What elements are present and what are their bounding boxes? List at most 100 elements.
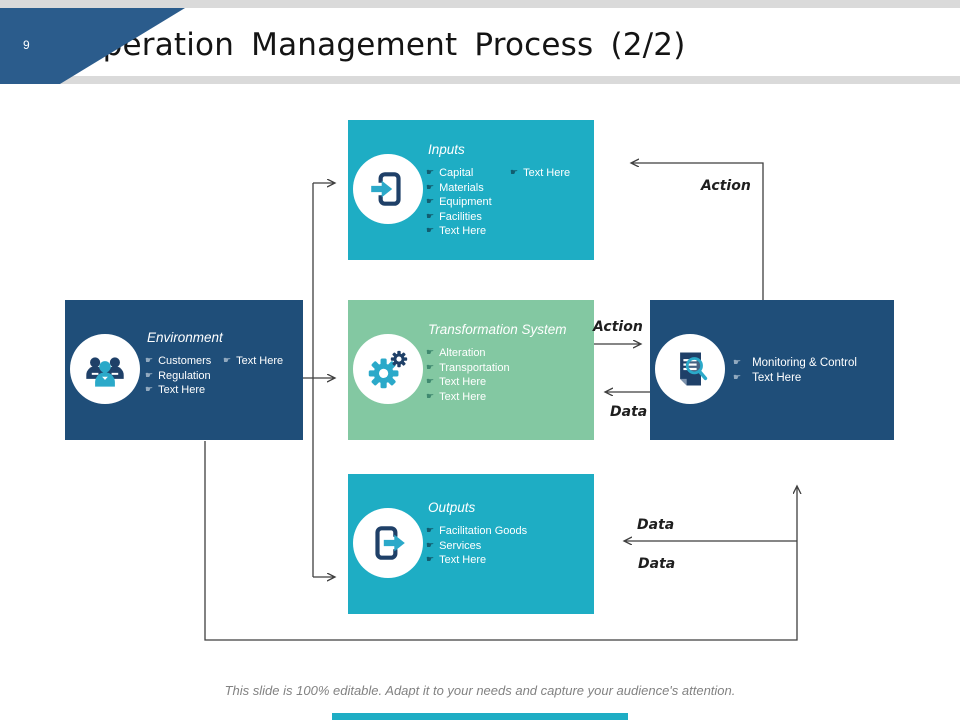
list-item: ☛ Text Here [426, 224, 510, 239]
pointer-bullet-icon: ☛ [145, 370, 154, 381]
list-item-label: Facilitation Goods [439, 525, 528, 537]
pointer-bullet-icon: ☛ [733, 373, 742, 383]
list-item-label: Equipment [439, 196, 492, 208]
list-item: ☛ Alteration [426, 346, 590, 361]
outputs-content: Outputs ☛ Facilitation Goods ☛ Services ☛ T… [426, 500, 590, 568]
list-item-label: Customers [158, 355, 212, 367]
list-item: ☛ Regulation [145, 369, 223, 384]
pointer-bullet-icon: ☛ [426, 377, 435, 387]
environment-title: Environment [147, 330, 223, 345]
document-search-icon [680, 352, 708, 386]
transformation-system-box: Transformation System ☛ Alteration ☛ Trans… [348, 300, 594, 440]
pointer-bullet-icon: ☛ [426, 391, 435, 402]
monitoring-content: ☛ Monitoring & Control ☛ Text Here [733, 356, 890, 386]
list-item: ☛ Services [426, 539, 590, 554]
logout-arrow-icon [375, 526, 405, 560]
list-item-label: Transportation [439, 361, 510, 374]
list-item-label: Text Here [439, 390, 487, 403]
inputs-list-col2: ☛ Text Here [510, 166, 570, 239]
list-item-label: Services [439, 539, 482, 552]
list-item: ☛ Facilities [426, 210, 510, 225]
list-item-label: Text Here [523, 167, 571, 179]
monitoring-icon-circle [655, 334, 725, 404]
list-item: ☛ Text Here [733, 371, 890, 386]
pointer-bullet-icon: ☛ [426, 526, 435, 536]
outputs-icon-circle [353, 508, 423, 578]
list-item-label: Text Here [439, 225, 487, 237]
list-item: ☛ Monitoring & Control [733, 356, 890, 371]
transformation-content: Transformation System ☛ Alteration ☛ Trans… [426, 322, 590, 404]
list-item-label: Capital [439, 167, 474, 179]
list-item: ☛ Equipment [426, 195, 510, 210]
outputs-title: Outputs [428, 500, 476, 515]
bottom-accent-bar [332, 713, 628, 720]
transformation-icon-circle [353, 334, 423, 404]
inputs-title: Inputs [428, 142, 465, 157]
pointer-bullet-icon: ☛ [426, 540, 435, 551]
inputs-content: Inputs ☛ Capital ☛ Materials ☛ Equipment ☛ F… [426, 142, 590, 239]
transformation-title: Transformation System [428, 322, 567, 337]
outputs-list: ☛ Facilitation Goods ☛ Services ☛ Text Here [426, 524, 590, 568]
label-data-bottom-lower: Data [638, 556, 676, 572]
environment-list: ☛ Customers ☛ Regulation ☛ Text Here [145, 354, 223, 398]
list-item: ☛ Text Here [510, 166, 570, 181]
list-item: ☛ Transportation [426, 361, 590, 376]
list-item-label: Materials [439, 181, 484, 194]
list-item-label: Monitoring & Control [752, 357, 857, 369]
environment-box: Environment ☛ Customers ☛ Regulation ☛ Text… [65, 300, 303, 440]
pointer-bullet-icon: ☛ [426, 182, 435, 193]
list-item: ☛ Capital [426, 166, 510, 181]
people-icon [86, 357, 124, 387]
list-item-label: Text Here [752, 372, 802, 384]
inputs-icon-circle [353, 154, 423, 224]
gears-icon [368, 350, 408, 389]
list-item: ☛ Text Here [426, 390, 590, 405]
monitoring-to-inputs-arrow [632, 163, 764, 302]
pointer-bullet-icon: ☛ [426, 362, 435, 373]
pointer-bullet-icon: ☛ [426, 168, 435, 178]
label-data-mid: Data [610, 404, 648, 420]
slide-number: 9 [23, 38, 30, 52]
inputs-box: Inputs ☛ Capital ☛ Materials ☛ Equipment ☛ F… [348, 120, 594, 260]
header-top-strip [0, 0, 960, 8]
header-bottom-strip [0, 76, 960, 84]
pointer-bullet-icon: ☛ [145, 356, 154, 366]
pointer-bullet-icon: ☛ [426, 226, 435, 236]
list-item: ☛ Customers [145, 354, 223, 369]
monitoring-list: ☛ Monitoring & Control ☛ Text Here [733, 356, 890, 386]
pointer-bullet-icon: ☛ [426, 348, 435, 358]
pointer-bullet-icon: ☛ [426, 211, 435, 222]
login-arrow-icon [371, 172, 401, 206]
list-item: ☛Text Here [426, 375, 590, 390]
footer-note: This slide is 100% editable. Adapt it to… [224, 683, 736, 698]
list-item: ☛ Text Here [426, 553, 590, 568]
list-item-label: Text Here [236, 355, 284, 367]
environment-content: Environment ☛ Customers ☛ Regulation ☛ Text… [145, 330, 299, 398]
pointer-bullet-icon: ☛ [223, 356, 232, 366]
list-item-label: Facilities [439, 210, 482, 223]
pointer-bullet-icon: ☛ [510, 168, 519, 178]
label-action-mid: Action [593, 319, 643, 335]
pointer-bullet-icon: ☛ [145, 385, 154, 395]
environment-list-col2: ☛ Text Here [223, 354, 283, 398]
list-item: ☛ Text Here [145, 383, 223, 398]
label-data-bottom-upper: Data [637, 517, 675, 533]
environment-icon-circle [70, 334, 140, 404]
list-item: ☛ Materials [426, 181, 510, 196]
list-item-label: Alteration [439, 347, 486, 359]
outputs-box: Outputs ☛ Facilitation Goods ☛ Services ☛ T… [348, 474, 594, 614]
pointer-bullet-icon: ☛ [733, 358, 742, 368]
list-item-label: Text Here [439, 554, 487, 566]
env-bottom-feedback-arrow [204, 441, 797, 641]
monitoring-control-box: ☛ Monitoring & Control ☛ Text Here [650, 300, 894, 440]
list-item-label: Text Here [158, 384, 206, 396]
list-item: ☛ Text Here [223, 354, 283, 369]
pointer-bullet-icon: ☛ [426, 197, 435, 207]
list-item-label: Regulation [158, 369, 211, 382]
page-title: Operation Management Process (2/2) [78, 27, 686, 63]
list-item: ☛ Facilitation Goods [426, 524, 590, 539]
inputs-list: ☛ Capital ☛ Materials ☛ Equipment ☛ Faciliti… [426, 166, 510, 239]
pointer-bullet-icon: ☛ [426, 555, 435, 565]
